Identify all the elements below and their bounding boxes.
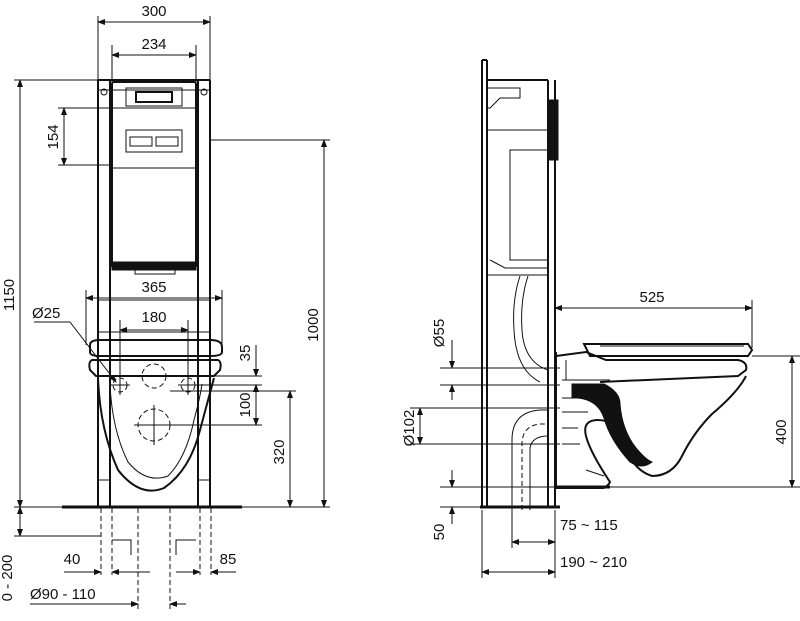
- dim-label-1150: 1150: [1, 279, 18, 311]
- drain-lines-front: [100, 508, 212, 610]
- dim-label-400: 400: [773, 419, 790, 444]
- dim-label-drain-height: 0 - 200: [0, 555, 16, 602]
- dim-label-40: 40: [64, 551, 81, 568]
- dim-label-total-projection: 190 ~ 210: [560, 554, 627, 571]
- dim-label-bolt-hole: Ø25: [32, 305, 60, 322]
- dim-label-outlet-projection: 75 ~ 115: [560, 517, 618, 534]
- dim-outlet-projection: 75 ~ 115: [511, 510, 618, 548]
- dim-button-height: 154: [45, 107, 112, 166]
- dim-bowl-depth: 525: [554, 289, 753, 350]
- dim-bolt-spacing: 180: [119, 309, 189, 378]
- dim-seat-height: 400: [610, 355, 800, 488]
- dim-label-100: 100: [237, 392, 254, 417]
- dim-label-inlet: Ø55: [431, 319, 448, 347]
- dim-floor-offset: 50: [431, 470, 555, 540]
- dim-label-300: 300: [141, 3, 166, 20]
- front-view: 300 234 154 1150 365: [0, 3, 330, 610]
- toilet-bowl-side: [555, 343, 754, 489]
- dim-label-234: 234: [141, 36, 166, 53]
- dim-foot-right: 85: [176, 551, 237, 575]
- dim-outlet-diameter: Ø102: [401, 407, 560, 447]
- dim-foot-left: 40: [64, 551, 150, 575]
- dim-label-1000: 1000: [305, 308, 322, 341]
- dim-pipe-offset: 100: [174, 384, 262, 426]
- dim-total-height: 1150: [1, 79, 98, 508]
- dim-label-180: 180: [141, 309, 166, 326]
- dim-label-154: 154: [45, 124, 62, 149]
- dim-bracket-width: 365: [85, 279, 223, 345]
- dim-label-50: 50: [431, 524, 448, 541]
- dim-label-320: 320: [271, 439, 288, 464]
- dim-drain-diameter: Ø90 - 110: [30, 586, 186, 607]
- installation-frame-side: [480, 59, 610, 510]
- dim-inner-width: 234: [111, 36, 197, 82]
- dim-label-outlet: Ø102: [401, 410, 418, 447]
- dim-inlet-diameter: Ø55: [431, 319, 560, 400]
- dim-bowl-height: 320: [170, 390, 296, 508]
- dim-bolt-hole: Ø25: [32, 305, 117, 383]
- dim-label-365: 365: [141, 279, 166, 296]
- dim-frame-height: 1000: [210, 139, 330, 508]
- dim-drain-height: 0 - 200: [0, 506, 101, 602]
- dim-total-projection: 190 ~ 210: [481, 510, 627, 578]
- dim-label-525: 525: [639, 289, 664, 306]
- side-view: Ø55 525 Ø102 400 50: [401, 59, 800, 578]
- dim-frame-width: 300: [97, 3, 211, 80]
- dim-label-35: 35: [237, 345, 254, 362]
- dim-label-drain-diameter: Ø90 - 110: [30, 586, 96, 603]
- dim-label-85: 85: [220, 551, 237, 568]
- dim-bolt-offset: 35: [198, 345, 262, 400]
